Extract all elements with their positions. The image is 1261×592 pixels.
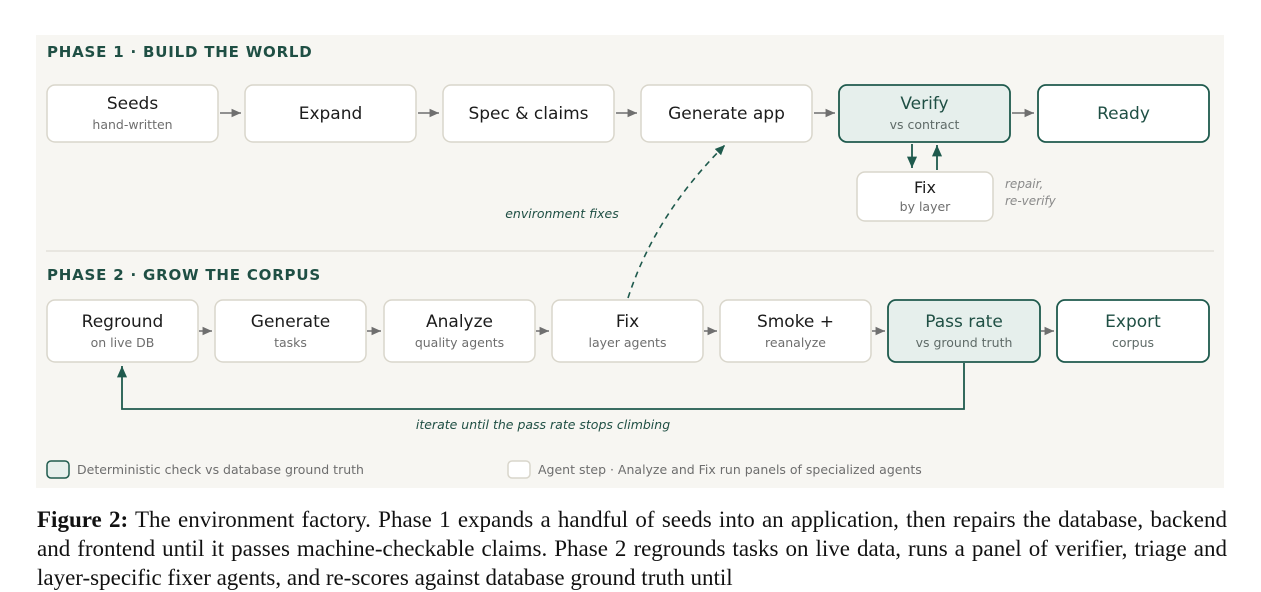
legend-label-agent: Agent step · Analyze and Fix run panels … <box>538 462 922 477</box>
environment-fixes-label: environment fixes <box>505 206 619 221</box>
node-title: Ready <box>1097 104 1150 124</box>
phase2-title: PHASE 2 · GROW THE CORPUS <box>47 266 321 284</box>
phase1-node-expand: Expand <box>244 84 417 143</box>
figure-caption: Figure 2: The environment factory. Phase… <box>37 505 1227 592</box>
node-title: Export <box>1105 312 1161 332</box>
node-subtitle: by layer <box>900 199 952 214</box>
phase2-node-reground: Reground on live DB <box>46 299 199 363</box>
phase1-node-spec-claims: Spec & claims <box>442 84 615 143</box>
legend: Deterministic check vs database ground t… <box>46 460 922 479</box>
iterate-loop-label: iterate until the pass rate stops climbi… <box>416 417 670 432</box>
node-subtitle: on live DB <box>91 335 155 350</box>
node-title: Seeds <box>107 94 159 114</box>
environment-fixes-arrow <box>627 144 726 299</box>
phase2-node-smoke: Smoke + reanalyze <box>719 299 872 363</box>
legend-swatch-agent <box>507 460 531 479</box>
caption-label: Figure 2: <box>37 507 129 532</box>
node-title: Generate app <box>668 104 785 124</box>
node-title: Analyze <box>426 312 493 332</box>
node-title: Reground <box>82 312 164 332</box>
phase2-node-pass-rate: Pass rate vs ground truth <box>887 299 1041 363</box>
phase1-node-generate-app: Generate app <box>640 84 813 143</box>
node-subtitle: quality agents <box>415 335 504 350</box>
node-title: Expand <box>299 104 363 124</box>
node-title: Spec & claims <box>468 104 588 124</box>
node-title: Verify <box>900 94 948 114</box>
repair-note-line2: re-verify <box>1005 194 1057 208</box>
node-title: Fix <box>914 178 936 197</box>
iterate-loop-arrow <box>116 363 965 410</box>
node-title: Generate <box>251 312 330 332</box>
node-title: Smoke + <box>757 312 834 332</box>
phase2-node-fix: Fix layer agents <box>551 299 704 363</box>
node-title: Fix <box>616 312 639 332</box>
phase1-node-ready: Ready <box>1037 84 1210 143</box>
node-subtitle: corpus <box>1112 335 1154 350</box>
phase1-node-fix: Fix by layer <box>856 171 994 222</box>
node-title: Pass rate <box>925 312 1003 332</box>
node-subtitle: layer agents <box>589 335 667 350</box>
phase1-node-verify: Verify vs contract <box>838 84 1011 143</box>
node-subtitle: vs contract <box>890 117 960 132</box>
node-subtitle: reanalyze <box>765 335 826 350</box>
phase2-node-analyze: Analyze quality agents <box>383 299 536 363</box>
repair-note-line1: repair, <box>1005 177 1043 191</box>
phase2-node-export: Export corpus <box>1056 299 1210 363</box>
phase1-title: PHASE 1 · BUILD THE WORLD <box>47 43 313 61</box>
node-subtitle: tasks <box>274 335 307 350</box>
legend-label-deterministic: Deterministic check vs database ground t… <box>77 462 364 477</box>
legend-swatch-deterministic <box>46 460 70 479</box>
caption-text: The environment factory. Phase 1 expands… <box>37 507 1227 590</box>
phase2-node-generate: Generate tasks <box>214 299 367 363</box>
environment-factory-diagram: PHASE 1 · BUILD THE WORLD PHASE 2 · GROW… <box>36 35 1224 488</box>
phase1-node-seeds: Seeds hand-written <box>46 84 219 143</box>
node-subtitle: vs ground truth <box>916 335 1013 350</box>
node-subtitle: hand-written <box>92 117 172 132</box>
